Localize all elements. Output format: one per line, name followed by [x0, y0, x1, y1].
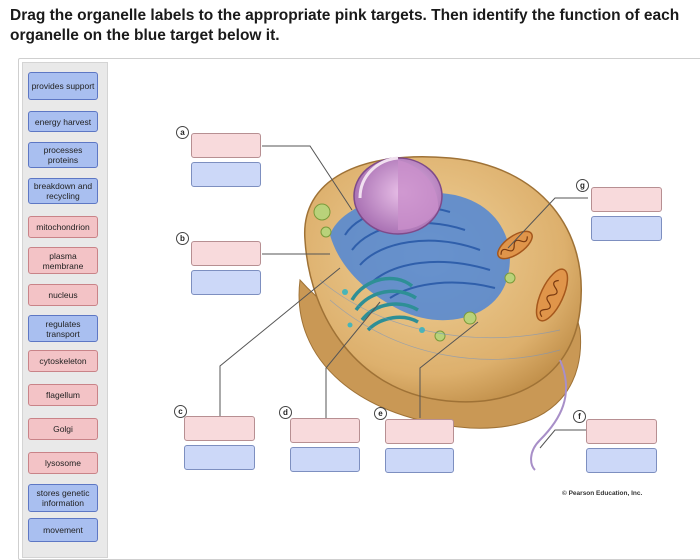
- target-d-function-dropzone[interactable]: [290, 447, 360, 472]
- target-e-letter-badge: e: [374, 407, 387, 420]
- label-nucleus[interactable]: nucleus: [28, 284, 98, 306]
- target-c-letter-badge: c: [174, 405, 187, 418]
- target-b-function-dropzone[interactable]: [191, 270, 261, 295]
- label-stores-genetic-information[interactable]: stores genetic information: [28, 484, 98, 512]
- copyright-notice: © Pearson Education, Inc.: [562, 490, 643, 497]
- label-mitochondrion[interactable]: mitochondrion: [28, 216, 98, 238]
- target-c-function-dropzone[interactable]: [184, 445, 255, 470]
- target-f-function-dropzone[interactable]: [586, 448, 657, 473]
- target-c-organelle-dropzone[interactable]: [184, 416, 255, 441]
- label-provides-support[interactable]: provides support: [28, 72, 98, 100]
- target-d-organelle-dropzone[interactable]: [290, 418, 360, 443]
- label-plasma-membrane[interactable]: plasma membrane: [28, 247, 98, 274]
- label-cytoskeleton[interactable]: cytoskeleton: [28, 350, 98, 372]
- target-f-organelle-dropzone[interactable]: [586, 419, 657, 444]
- target-b-organelle-dropzone[interactable]: [191, 241, 261, 266]
- target-a-letter-badge: a: [176, 126, 189, 139]
- label-energy-harvest[interactable]: energy harvest: [28, 111, 98, 132]
- label-lysosome[interactable]: lysosome: [28, 452, 98, 474]
- target-a-organelle-dropzone[interactable]: [191, 133, 261, 158]
- target-a-function-dropzone[interactable]: [191, 162, 261, 187]
- target-b-letter-badge: b: [176, 232, 189, 245]
- target-f-letter-badge: f: [573, 410, 586, 423]
- label-movement[interactable]: movement: [28, 518, 98, 542]
- label-golgi[interactable]: Golgi: [28, 418, 98, 440]
- target-e-function-dropzone[interactable]: [385, 448, 454, 473]
- label-regulates-transport[interactable]: regulates transport: [28, 315, 98, 342]
- label-breakdown-and-recycling[interactable]: breakdown and recycling: [28, 178, 98, 204]
- target-g-letter-badge: g: [576, 179, 589, 192]
- label-flagellum[interactable]: flagellum: [28, 384, 98, 406]
- target-g-organelle-dropzone[interactable]: [591, 187, 662, 212]
- target-d-letter-badge: d: [279, 406, 292, 419]
- instructions-text: Drag the organelle labels to the appropr…: [10, 7, 680, 44]
- target-e-organelle-dropzone[interactable]: [385, 419, 454, 444]
- label-processes-proteins[interactable]: processes proteins: [28, 142, 98, 168]
- target-g-function-dropzone[interactable]: [591, 216, 662, 241]
